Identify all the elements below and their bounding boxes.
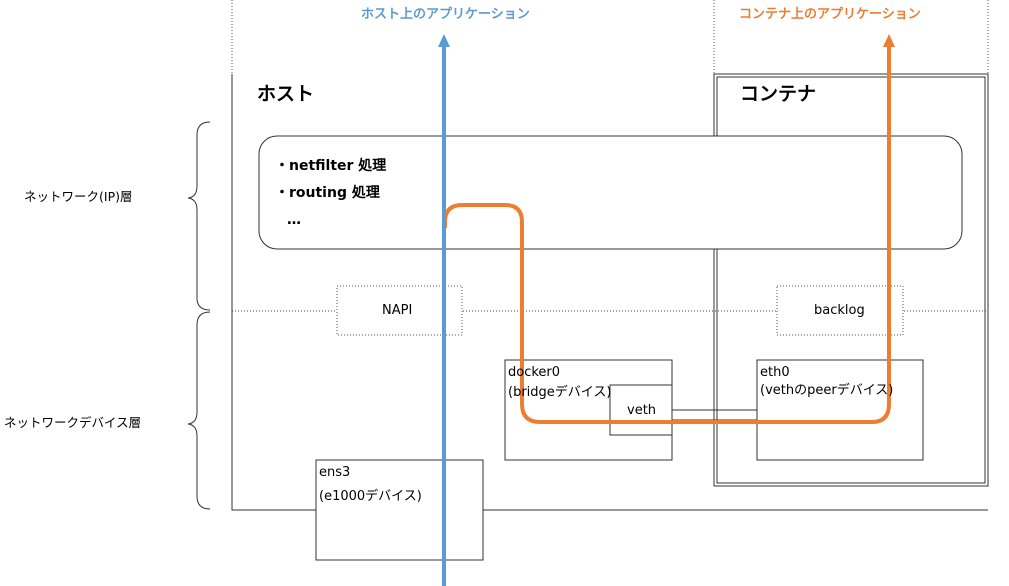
backlog-label: backlog [814, 303, 865, 318]
bullet-ellipsis: … [287, 212, 301, 228]
device-layer-brace [187, 311, 211, 510]
docker0-name: docker0 [508, 365, 561, 380]
container-label: コンテナ [740, 83, 817, 105]
eth0-box [756, 359, 924, 461]
container-path-arrowhead [883, 34, 895, 47]
ens3-box [315, 459, 484, 561]
container-region-inner [716, 76, 986, 484]
napi-label: NAPI [382, 303, 413, 318]
backlog-box [776, 285, 904, 336]
eth0-desc: (vethのpeerデバイス) [760, 383, 894, 398]
ens3-name: ens3 [319, 465, 351, 480]
host-region [231, 74, 988, 511]
ip-layer-label: ネットワーク(IP)層 [24, 189, 133, 204]
network-layer-box [258, 135, 963, 250]
container-region [713, 73, 989, 487]
napi-box [336, 285, 463, 336]
bullet-routing: ・routing 処理 [275, 185, 380, 201]
bullet-netfilter: ・netfilter 処理 [275, 158, 387, 174]
veth-label: veth [627, 403, 657, 418]
docker0-desc: (bridgeデバイス) [508, 385, 612, 400]
container-path [443, 46, 891, 424]
host-app-title: ホスト上のアプリケーション [361, 7, 530, 22]
container-app-title: コンテナ上のアプリケーション [739, 7, 921, 22]
ip-layer-brace [187, 121, 211, 311]
eth0-name: eth0 [760, 365, 790, 380]
device-layer-label: ネットワークデバイス層 [4, 415, 142, 430]
ens3-desc: (e1000デバイス) [319, 489, 422, 504]
host-label: ホスト [257, 83, 315, 105]
host-path-arrowhead [438, 34, 450, 47]
